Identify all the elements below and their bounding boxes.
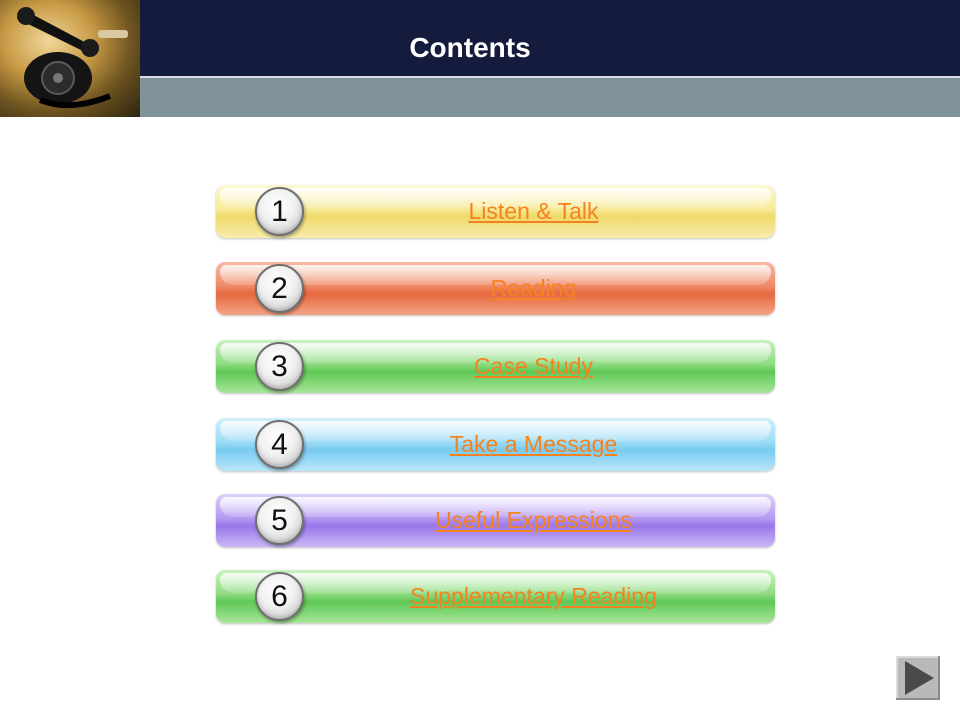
number-badge: 4 [255, 420, 304, 469]
menu-link-listen-talk[interactable]: Listen & Talk [468, 198, 599, 224]
menu-link-useful-expressions[interactable]: Useful Expressions [435, 507, 632, 533]
slide-header: Contents [0, 0, 960, 117]
telephone-photo [0, 0, 140, 117]
menu-item-listen-talk[interactable]: 1 Listen & Talk [216, 185, 775, 238]
menu-link-take-message[interactable]: Take a Message [449, 431, 618, 457]
number-badge: 3 [255, 342, 304, 391]
number-badge: 6 [255, 572, 304, 621]
header-divider [140, 76, 960, 78]
page-title: Contents [409, 32, 531, 63]
menu-item-useful-expressions[interactable]: 5 Useful Expressions [216, 494, 775, 547]
play-triangle-icon [905, 661, 934, 695]
header-dark-band [0, 0, 960, 76]
number-badge: 5 [255, 496, 304, 545]
menu-link-case-study[interactable]: Case Study [474, 353, 593, 379]
menu-item-supplementary-reading[interactable]: 6 Supplementary Reading [216, 570, 775, 623]
number-badge: 1 [255, 187, 304, 236]
menu-item-case-study[interactable]: 3 Case Study [216, 340, 775, 393]
header-grey-band [0, 78, 960, 117]
number-badge: 2 [255, 264, 304, 313]
menu-link-reading[interactable]: Reading [490, 275, 577, 301]
next-slide-button[interactable] [896, 656, 940, 700]
menu-item-reading[interactable]: 2 Reading [216, 262, 775, 315]
menu-link-supplementary-reading[interactable]: Supplementary Reading [410, 583, 657, 609]
menu-item-take-message[interactable]: 4 Take a Message [216, 418, 775, 471]
